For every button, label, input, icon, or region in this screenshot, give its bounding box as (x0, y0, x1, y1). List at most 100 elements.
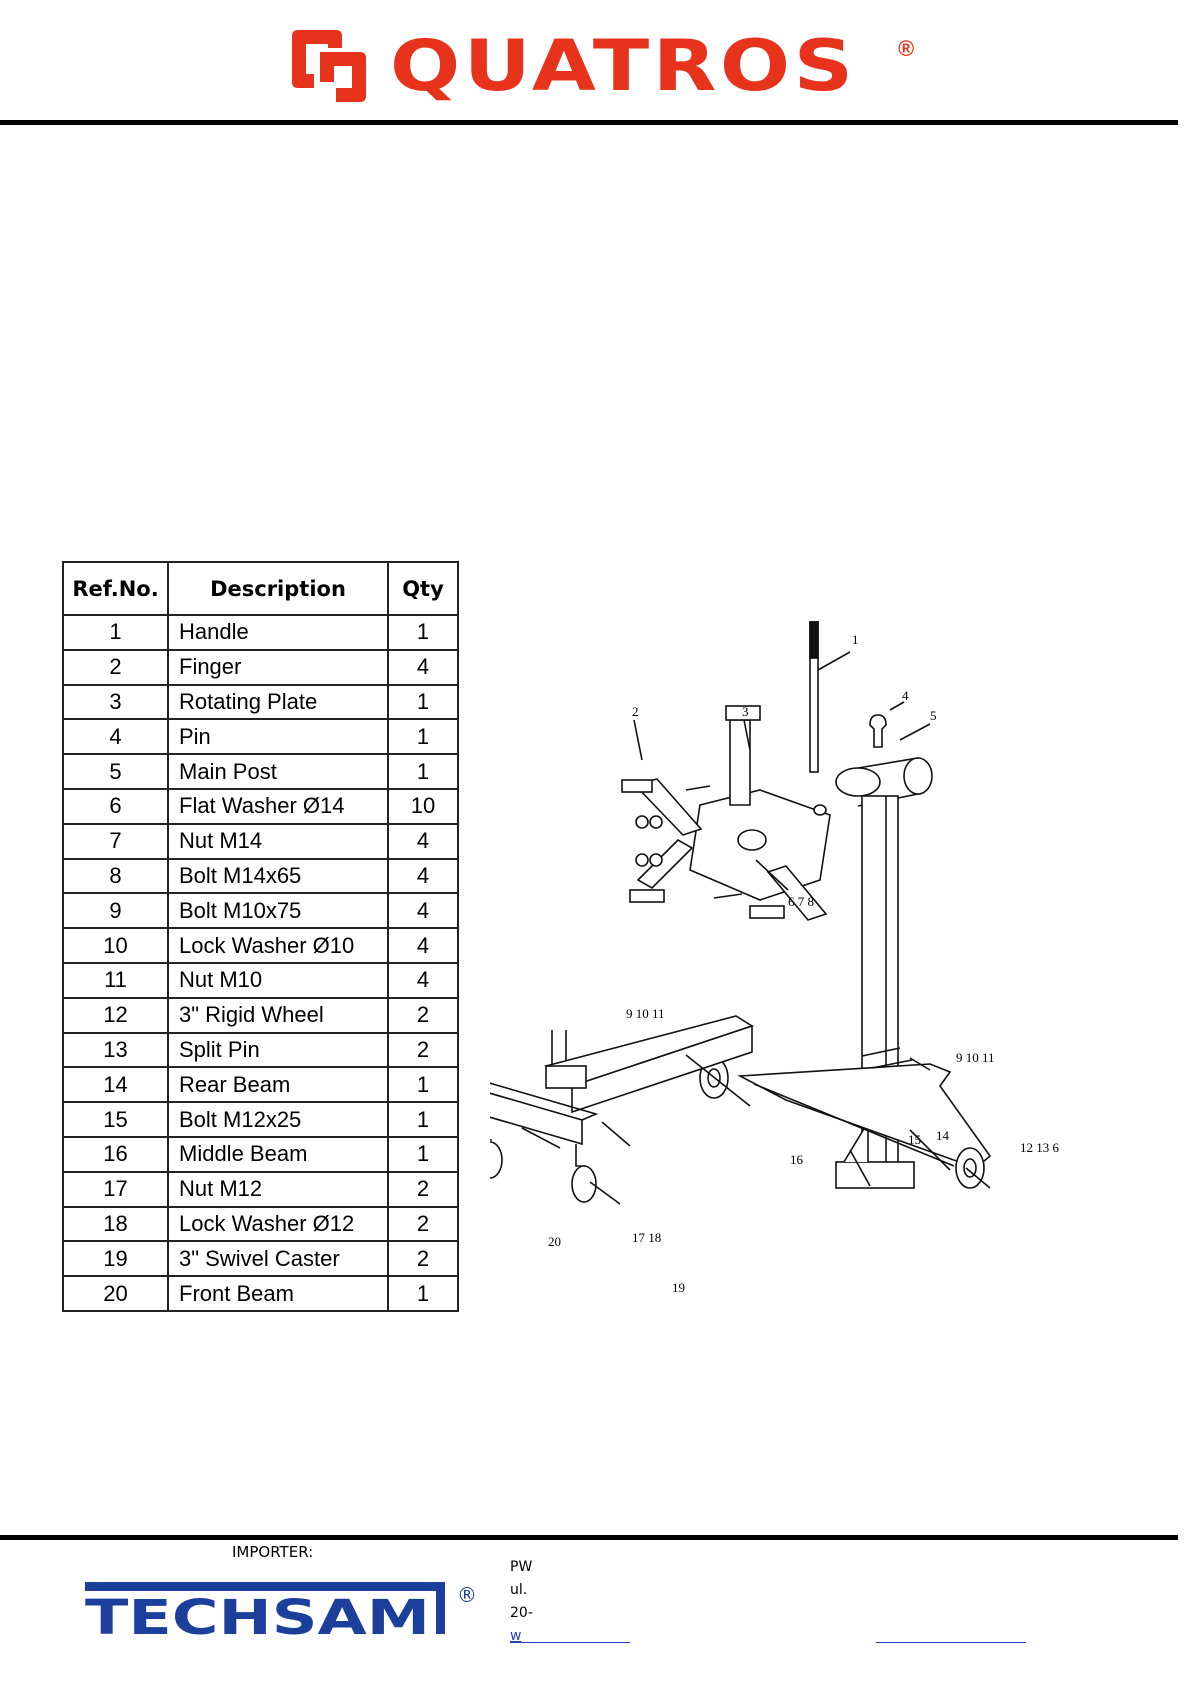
part-qty-cell: 2 (387, 1031, 459, 1069)
part-ref-cell: 14 (62, 1066, 169, 1104)
email-link-underline[interactable] (876, 1642, 1026, 1643)
part-ref-cell: 6 (62, 787, 169, 825)
callout-2: 2 (632, 704, 639, 719)
callout-19: 19 (672, 1280, 685, 1295)
part-qty-cell: 1 (387, 753, 459, 790)
part-description-cell: Lock Washer Ø12 (167, 1205, 389, 1243)
part-ref-cell: 7 (62, 822, 169, 860)
website-link-underline[interactable] (510, 1642, 630, 1643)
techsam-logo: TECHSAM ® (85, 1578, 485, 1646)
part-qty-cell: 2 (387, 1205, 459, 1243)
part-ref-cell: 19 (62, 1240, 169, 1278)
quatros-logo: QUATROS (288, 26, 853, 106)
part-description-cell: Middle Beam (167, 1135, 389, 1173)
brand-name: QUATROS (390, 25, 857, 107)
techsam-registered-mark: ® (457, 1583, 477, 1607)
callout-5: 5 (930, 708, 937, 723)
part-qty-cell: 4 (387, 961, 459, 999)
part-ref-cell: 17 (62, 1170, 169, 1208)
part-qty-cell: 4 (387, 648, 459, 686)
part-ref-cell: 9 (62, 892, 169, 930)
part-description-cell: Lock Washer Ø10 (167, 927, 389, 964)
part-description-cell: Finger (167, 648, 389, 686)
part-qty-cell: 4 (387, 892, 459, 930)
part-description-cell: Bolt M12x25 (167, 1101, 389, 1138)
callout-9-10-11-rear: 9 10 11 (956, 1050, 995, 1065)
column-header-qty: Qty (387, 561, 459, 616)
column-header-ref: Ref.No. (62, 561, 169, 616)
part-description-cell: Rear Beam (167, 1066, 389, 1104)
part-description-cell: 3" Swivel Caster (167, 1240, 389, 1278)
address-line: PW (510, 1559, 533, 1575)
quatros-emblem-icon (292, 30, 366, 102)
part-ref-cell: 10 (62, 927, 169, 964)
part-description-cell: Bolt M10x75 (167, 892, 389, 930)
part-qty-cell: 4 (387, 927, 459, 964)
importer-address: PW ul. 20- w (510, 1556, 533, 1648)
part-ref-cell: 4 (62, 718, 169, 756)
part-qty-cell: 2 (387, 1170, 459, 1208)
part-description-cell: 3" Rigid Wheel (167, 996, 389, 1034)
address-line: ul. (510, 1582, 528, 1598)
part-qty-cell: 1 (387, 683, 459, 721)
table-header-row: Ref.No. Description Qty (62, 561, 459, 616)
callout-12-13-6: 12 13 6 (1020, 1140, 1060, 1155)
part-ref-cell: 8 (62, 857, 169, 895)
part-description-cell: Handle (167, 614, 389, 651)
part-qty-cell: 2 (387, 996, 459, 1034)
part-ref-cell: 3 (62, 683, 169, 721)
part-ref-cell: 13 (62, 1031, 169, 1069)
part-description-cell: Flat Washer Ø14 (167, 787, 389, 825)
brand-registered-mark: ® (898, 36, 915, 61)
callout-1: 1 (852, 632, 859, 647)
callout-16: 16 (790, 1152, 804, 1167)
part-ref-cell: 1 (62, 614, 169, 651)
part-qty-cell: 1 (387, 1101, 459, 1138)
address-line: 20- (510, 1605, 533, 1621)
part-description-cell: Front Beam (167, 1275, 389, 1312)
callout-15: 15 (908, 1132, 921, 1147)
part-ref-cell: 2 (62, 648, 169, 686)
techsam-emblem-icon: TECHSAM ® (85, 1582, 477, 1646)
part-description-cell: Split Pin (167, 1031, 389, 1069)
part-ref-cell: 18 (62, 1205, 169, 1243)
techsam-company-name: TECHSAM (85, 1590, 430, 1640)
part-ref-cell: 5 (62, 753, 169, 790)
part-qty-cell: 10 (387, 787, 459, 825)
callout-20: 20 (548, 1234, 561, 1249)
part-qty-cell: 4 (387, 857, 459, 895)
part-ref-cell: 16 (62, 1135, 169, 1173)
callout-17-18: 17 18 (632, 1230, 661, 1245)
website-link[interactable]: w (510, 1628, 522, 1644)
part-qty-cell: 1 (387, 1275, 459, 1312)
callout-6-7-8: 6 7 8 (788, 894, 814, 909)
part-description-cell: Nut M10 (167, 961, 389, 999)
exploded-assembly-diagram: 1 2 3 4 5 6 7 8 9 10 11 9 10 11 14 15 16… (490, 621, 1060, 1295)
part-qty-cell: 4 (387, 822, 459, 860)
part-ref-cell: 20 (62, 1275, 169, 1312)
importer-label: IMPORTER: (232, 1543, 314, 1561)
part-qty-cell: 1 (387, 1135, 459, 1173)
part-qty-cell: 2 (387, 1240, 459, 1278)
part-qty-cell: 1 (387, 1066, 459, 1104)
